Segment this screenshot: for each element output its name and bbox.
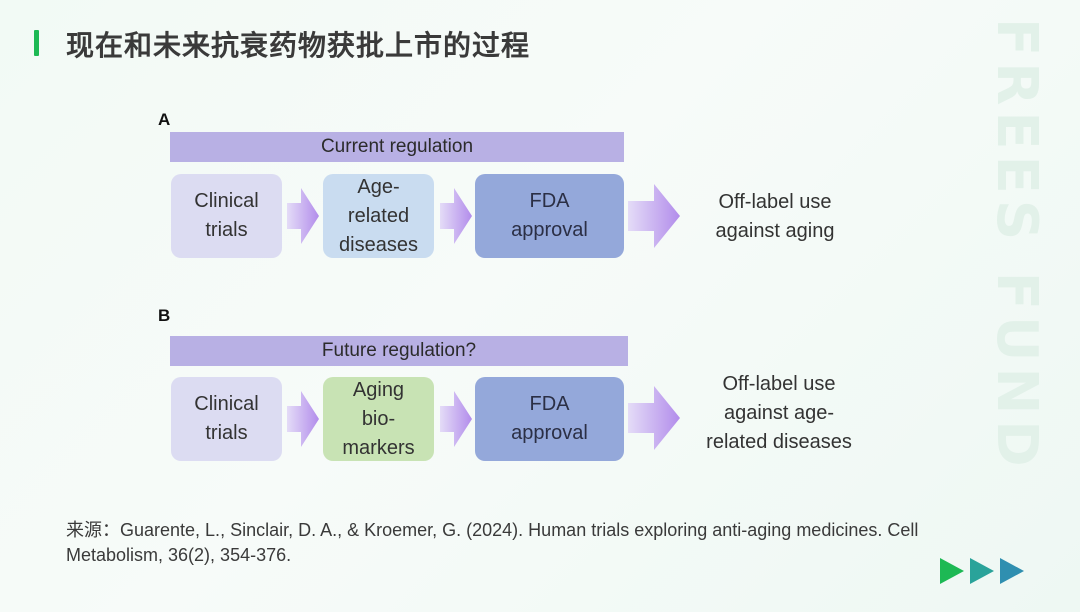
current-regulation-bar: Current regulation: [170, 132, 624, 162]
panel-a-fda-approval-box: FDA approval: [475, 174, 624, 258]
panel-a-letter: A: [158, 110, 171, 129]
title-accent-bar: [34, 30, 39, 56]
panel-b-arrow-1: [287, 391, 319, 447]
watermark-text: FREES FUND: [984, 18, 1049, 473]
panel-b-aging-biomarkers-box: Aging bio- markers: [323, 377, 434, 461]
panel-b-outcome-text: Off-label use against age- related disea…: [706, 373, 852, 453]
slide-title: 现在和未来抗衰药物获批上市的过程: [66, 29, 531, 62]
panel-a-age-related-diseases-box: Age- related diseases: [323, 174, 434, 258]
panel-a-arrow-3: [628, 184, 680, 248]
panel-a-arrow-2: [440, 188, 472, 244]
panel-b-clinical-trials-box: Clinical trials: [171, 377, 282, 461]
panel-b-letter: B: [158, 306, 171, 325]
panel-a-clinical-trials-box: Clinical trials: [171, 174, 282, 258]
panel-a-arrow-1: [287, 188, 319, 244]
next-arrow-icon-2[interactable]: [970, 558, 994, 584]
panel-a-outcome-text: Off-label use against aging: [715, 191, 835, 242]
next-arrow-icon-3[interactable]: [1000, 558, 1024, 584]
panel-b-arrow-3: [628, 386, 680, 450]
source-citation: 来源：Guarente, L., Sinclair, D. A., & Kroe…: [66, 520, 919, 565]
panel-b-fda-approval-box: FDA approval: [475, 377, 624, 461]
future-regulation-bar: Future regulation?: [170, 336, 628, 366]
panel-b-arrow-2: [440, 391, 472, 447]
next-arrow-icon-1[interactable]: [940, 558, 964, 584]
